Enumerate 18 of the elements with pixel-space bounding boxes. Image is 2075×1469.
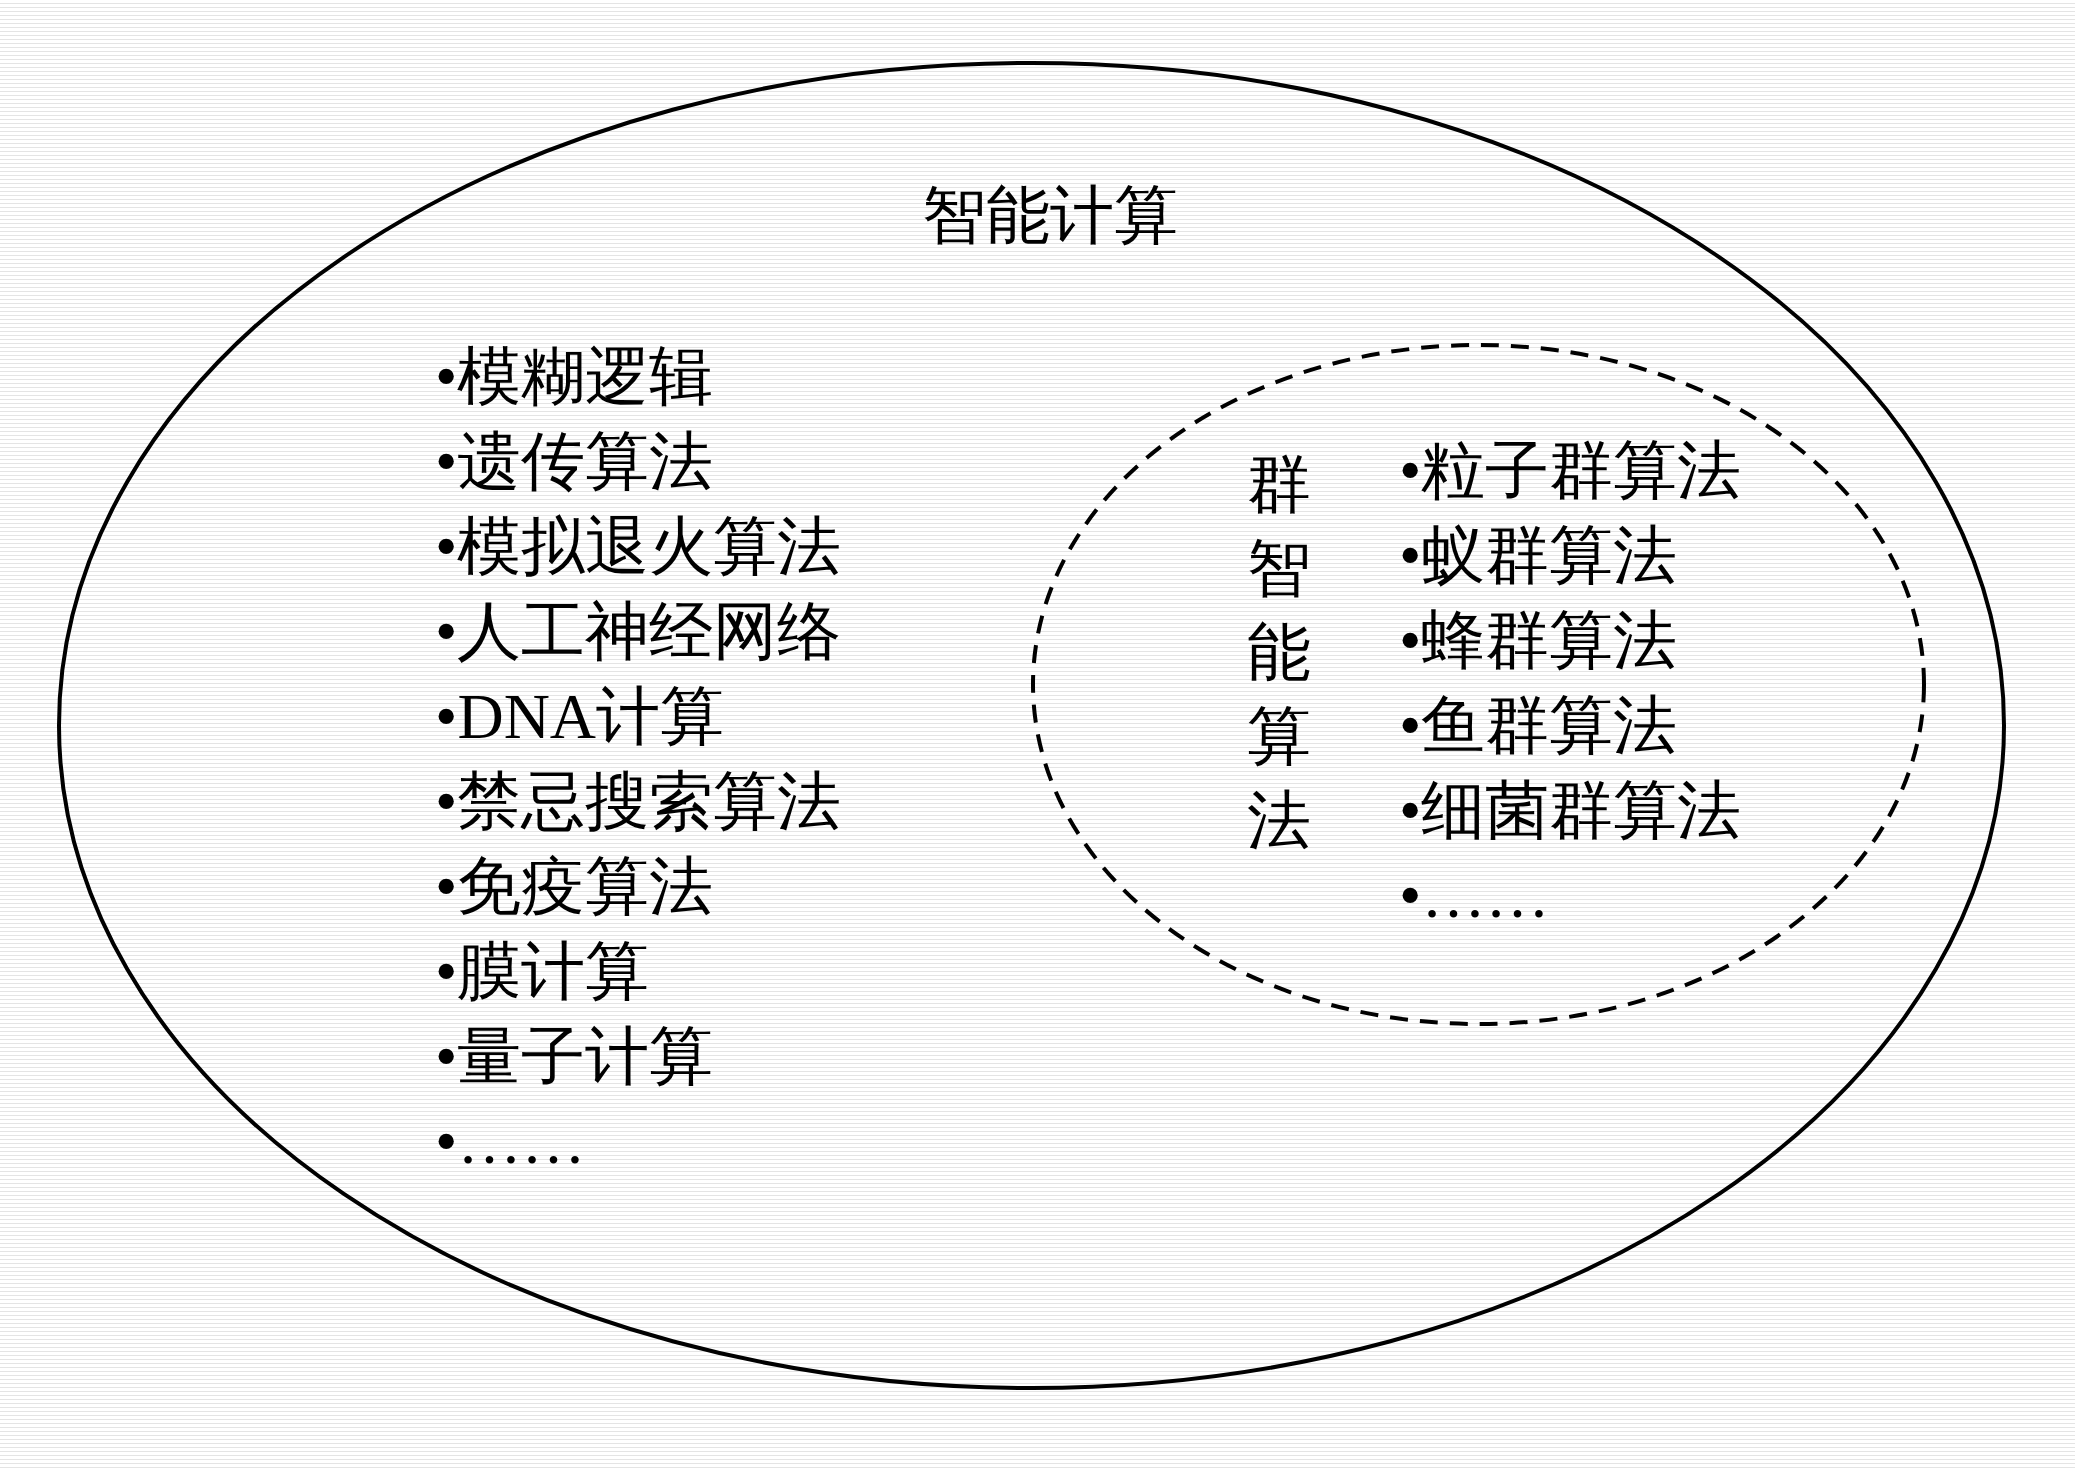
list-item: •粒子群算法 [1399, 434, 1742, 508]
list-item: •免疫算法 [435, 850, 714, 924]
list-item: •人工神经网络 [435, 595, 842, 669]
set-heading: 智能计算 [922, 179, 1178, 253]
list-item: •DNA计算 [435, 680, 725, 754]
list-item: •模糊逻辑 [435, 340, 714, 414]
list-item: •细菌群算法 [1399, 774, 1742, 848]
vertical-set-heading: 群智能算法 [1247, 448, 1312, 858]
list-item: •蜂群算法 [1399, 604, 1678, 678]
list-item: •膜计算 [435, 935, 650, 1009]
list-item: •模拟退火算法 [435, 510, 842, 584]
list-item: •蚁群算法 [1399, 519, 1678, 593]
list-item: •…… [435, 1105, 586, 1179]
list-item: •鱼群算法 [1399, 689, 1678, 763]
list-item: •遗传算法 [435, 425, 714, 499]
list-item: •…… [1399, 859, 1550, 933]
list-item: •量子计算 [435, 1020, 714, 1094]
list-item: •禁忌搜索算法 [435, 765, 842, 839]
